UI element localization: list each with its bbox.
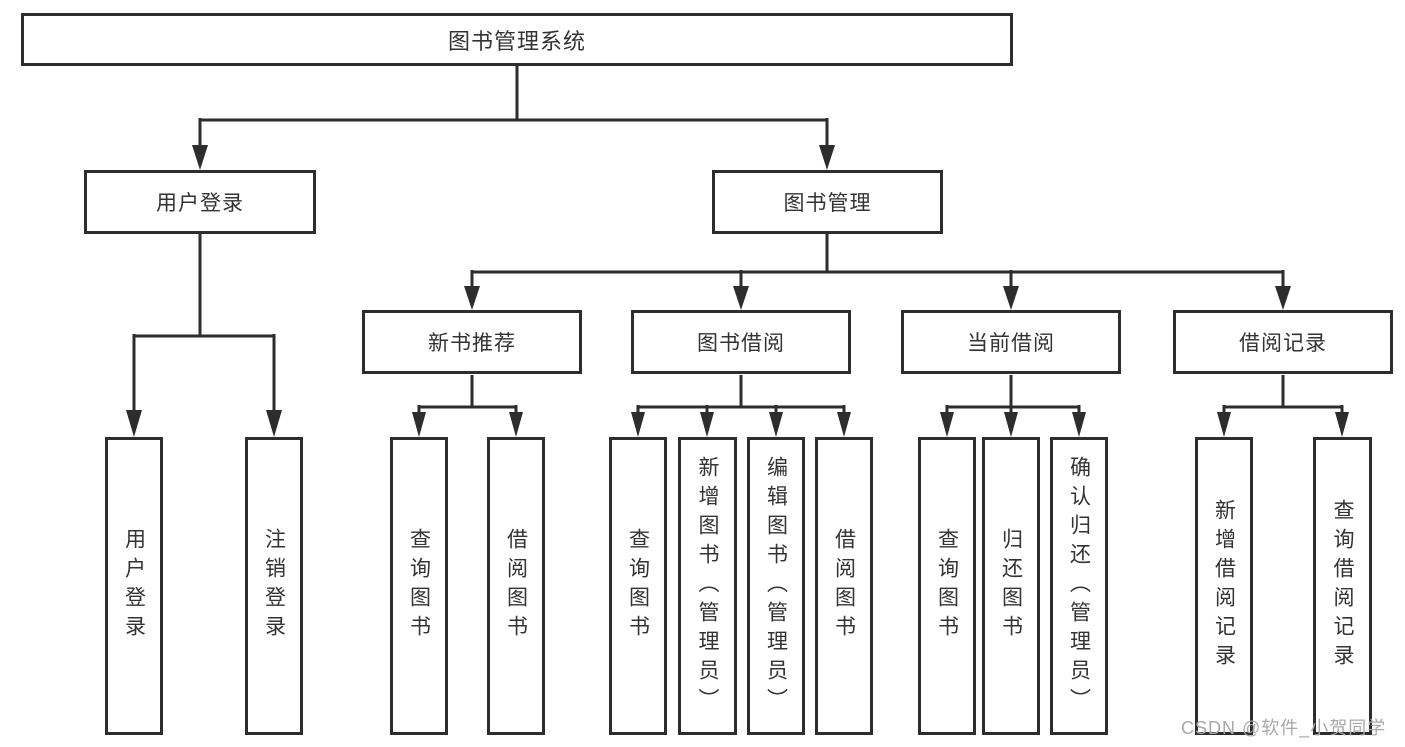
- node-borrowing-records: 借阅记录: [1173, 310, 1393, 374]
- leaf-current-return-books: 归还图书: [982, 437, 1040, 735]
- node-user-login: 用户登录: [84, 170, 316, 234]
- node-book-management: 图书管理: [712, 170, 943, 234]
- leaf-records-query-record: 查询借阅记录: [1313, 437, 1372, 735]
- leaf-borrowing-borrow-books: 借阅图书: [815, 437, 873, 735]
- node-book-borrowing: 图书借阅: [631, 310, 851, 374]
- node-library-management-system: 图书管理系统: [21, 13, 1013, 66]
- csdn-watermark: CSDN @软件_小贺同学: [1181, 718, 1387, 738]
- leaf-borrowing-add-books-admin: 新增图书（管理员）: [678, 437, 737, 735]
- node-current-borrowing: 当前借阅: [901, 310, 1121, 374]
- leaf-current-query-books: 查询图书: [918, 437, 976, 735]
- leaf-user-login: 用户登录: [105, 437, 163, 735]
- arrowheads: [126, 145, 1349, 437]
- leaf-logout: 注销登录: [245, 437, 303, 735]
- leaf-newbooks-query-books: 查询图书: [390, 437, 448, 735]
- leaf-current-confirm-return-admin: 确认归还（管理员）: [1050, 437, 1108, 735]
- node-new-book-recommendation: 新书推荐: [362, 310, 582, 374]
- leaf-borrowing-query-books: 查询图书: [609, 437, 667, 735]
- leaf-newbooks-borrow-books: 借阅图书: [487, 437, 545, 735]
- leaf-borrowing-edit-books-admin: 编辑图书（管理员）: [747, 437, 805, 735]
- leaf-records-add-record: 新增借阅记录: [1195, 437, 1253, 735]
